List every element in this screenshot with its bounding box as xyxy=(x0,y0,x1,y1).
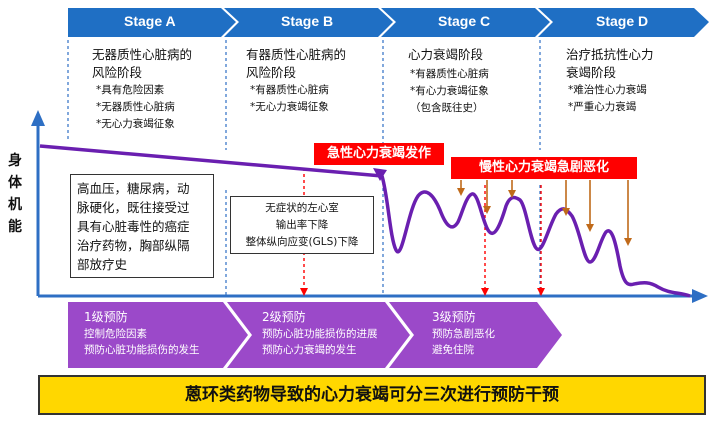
prevention-3-text: 3级预防 预防急剧恶化 避免住院 xyxy=(432,308,495,358)
stage-a-label: Stage A xyxy=(124,13,176,29)
stage-a-description: 无器质性心脏病的 风险阶段 *具有危险因素 *无器质性心脏病 *无心力衰竭征象 xyxy=(92,46,192,133)
stage-a-title-line: 无器质性心脏病的 xyxy=(92,47,193,62)
stage-d-bullet: *难治性心力衰竭 xyxy=(568,84,647,96)
prevention-1-line: 预防心脏功能损伤的发生 xyxy=(84,344,200,356)
y-axis-label-char: 机 xyxy=(8,197,22,213)
y-axis-label-char: 身 xyxy=(8,153,22,169)
red-arrowhead-icon xyxy=(300,288,308,296)
prevention-1-chevron xyxy=(68,302,248,368)
red-arrowhead-icon xyxy=(481,288,489,296)
stage-c-title-line: 心力衰竭阶段 xyxy=(408,47,484,62)
prevention-2-text: 2级预防 预防心脏功能损伤的进展 预防心力衰竭的发生 xyxy=(262,308,378,358)
prevention-3-title: 3级预防 xyxy=(432,310,476,324)
stage-c-bullet: *有器质性心脏病 xyxy=(410,68,489,80)
risk-factors-line: 部放疗史 xyxy=(77,257,128,272)
risk-factors-line: 高血压，糖尿病，动 xyxy=(77,181,190,196)
stage-a-bullet: *无器质性心脏病 xyxy=(96,101,175,113)
stage-b-title-line: 有器质性心脏病的 xyxy=(246,47,347,62)
brown-arrowhead-icon xyxy=(457,188,465,196)
stage-b-bullet: *无心力衰竭征象 xyxy=(250,101,329,113)
risk-factors-line: 治疗药物，胸部纵隔 xyxy=(77,238,190,253)
stage-c-label: Stage C xyxy=(438,13,491,29)
risk-factors-box: 高血压，糖尿病，动 脉硬化，既往接受过 具有心脏毒性的癌症 治疗药物，胸部纵隔 … xyxy=(70,174,214,278)
prevention-2-line: 预防心力衰竭的发生 xyxy=(262,344,357,356)
brown-arrowhead-icon xyxy=(508,190,516,198)
prevention-2-line: 预防心脏功能损伤的进展 xyxy=(262,328,378,340)
risk-factors-line: 具有心脏毒性的癌症 xyxy=(77,219,190,234)
acute-heart-failure-label: 急性心力衰竭发作 xyxy=(314,143,444,165)
prevention-2-title: 2级预防 xyxy=(262,310,306,324)
prevention-2-chevron xyxy=(227,302,410,368)
red-arrowhead-icon xyxy=(537,288,545,296)
y-axis-label-char: 能 xyxy=(8,219,22,235)
prevention-3-chevron xyxy=(389,302,562,368)
stage-c-bullet: （包含既往史） xyxy=(410,102,484,114)
stage-c-bullet: *有心力衰竭征象 xyxy=(410,85,489,97)
stage-b-chevron xyxy=(224,8,393,37)
chronic-heart-failure-label: 慢性心力衰竭急剧恶化 xyxy=(451,157,637,179)
risk-factors-line: 脉硬化，既往接受过 xyxy=(77,200,190,215)
summary-banner: 蒽环类药物导致的心力衰竭可分三次进行预防干预 xyxy=(38,375,706,415)
prevention-1-line: 控制危险因素 xyxy=(84,328,147,340)
stage-b-title-line: 风险阶段 xyxy=(246,65,297,80)
brown-arrowhead-icon xyxy=(562,208,570,216)
stage-a-title-line: 风险阶段 xyxy=(92,65,143,80)
stage-d-label: Stage D xyxy=(596,13,649,29)
prevention-1-text: 1级预防 控制危险因素 预防心脏功能损伤的发生 xyxy=(84,308,200,358)
stage-a-bullet: *无心力衰竭征象 xyxy=(96,118,175,130)
lv-dysfunction-line: 输出率下降 xyxy=(275,219,329,231)
stage-b-bullet: *有器质性心脏病 xyxy=(250,84,329,96)
stage-a-bullet: *具有危险因素 xyxy=(96,84,165,96)
x-axis-arrow-icon xyxy=(692,289,708,303)
y-axis-label-char: 体 xyxy=(8,175,22,191)
curve-arrowhead-icon xyxy=(373,168,387,181)
y-axis-arrow-icon xyxy=(31,110,45,126)
brown-arrowhead-icon xyxy=(586,224,594,232)
stage-c-description: 心力衰竭阶段 *有器质性心脏病 *有心力衰竭征象 （包含既往史） xyxy=(408,46,489,117)
stage-d-chevron xyxy=(538,8,709,37)
prevention-3-line: 避免住院 xyxy=(432,344,474,356)
stage-a-chevron xyxy=(68,8,236,37)
lv-dysfunction-line: 整体纵向应变(GLS)下降 xyxy=(245,236,359,248)
brown-arrowhead-icon xyxy=(483,206,491,214)
brown-arrowhead-icon xyxy=(624,238,632,246)
stage-d-description: 治疗抵抗性心力 衰竭阶段 *难治性心力衰竭 *严重心力衰竭 xyxy=(566,46,654,116)
stage-b-label: Stage B xyxy=(281,13,334,29)
stage-d-title-line: 治疗抵抗性心力 xyxy=(566,47,654,62)
body-function-curve xyxy=(39,144,691,298)
prevention-1-title: 1级预防 xyxy=(84,310,128,324)
lv-dysfunction-line: 无症状的左心室 xyxy=(265,202,339,214)
stage-d-title-line: 衰竭阶段 xyxy=(566,65,617,80)
prevention-3-line: 预防急剧恶化 xyxy=(432,328,495,340)
stage-d-bullet: *严重心力衰竭 xyxy=(568,101,637,113)
stage-c-chevron xyxy=(381,8,550,37)
lv-dysfunction-box: 无症状的左心室 输出率下降 整体纵向应变(GLS)下降 xyxy=(230,196,374,254)
stage-b-description: 有器质性心脏病的 风险阶段 *有器质性心脏病 *无心力衰竭征象 xyxy=(246,46,346,116)
